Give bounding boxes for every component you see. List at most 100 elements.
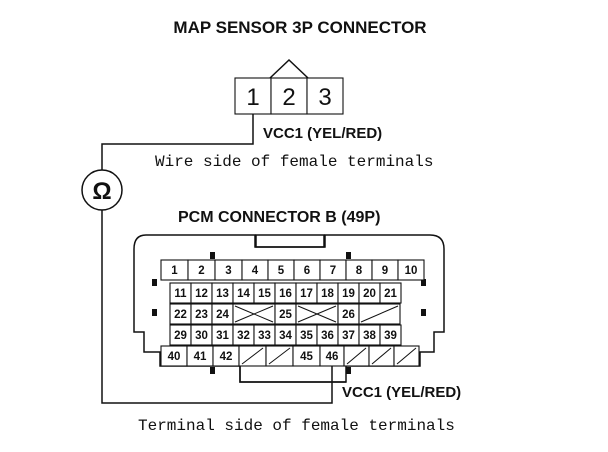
pcm-connector-shell: [133, 234, 445, 383]
map-terminal-2: [270, 77, 308, 115]
pcm-terminal-18: 18: [316, 282, 339, 304]
map-sensor-connector: 1 2 3: [234, 58, 344, 115]
pcm-terminal-40: 40: [160, 345, 188, 367]
pcm-terminal-21: 21: [379, 282, 402, 304]
pcm-side-notch: [421, 309, 426, 316]
map-wire-label: VCC1 (YEL/RED): [263, 125, 382, 142]
pcm-terminal-label: 5: [278, 265, 285, 277]
pcm-terminal-23: 23: [190, 303, 213, 325]
pcm-terminal-label: 2: [198, 265, 204, 277]
pcm-terminal-29: 29: [169, 324, 192, 346]
pcm-terminal-46: 46: [319, 345, 345, 367]
connector-key-tab: [269, 58, 309, 79]
pcm-terminal-8: 8: [345, 259, 373, 281]
pcm-terminal-label: 4: [252, 265, 259, 277]
pcm-terminal-22: 22: [169, 303, 192, 325]
pcm-blank-cell: [238, 345, 267, 367]
pcm-terminal-label: 24: [216, 309, 229, 321]
pcm-terminal-31: 31: [211, 324, 234, 346]
pcm-blank-cell: [265, 345, 294, 367]
pcm-terminal-37: 37: [337, 324, 360, 346]
pcm-side-notch: [152, 279, 157, 286]
map-terminal-3-label: 3: [318, 84, 331, 111]
pcm-terminal-label: 37: [342, 330, 355, 342]
pcm-terminal-5: 5: [267, 259, 295, 281]
pcm-blank-cell: [358, 303, 401, 325]
pcm-terminal-17: 17: [295, 282, 318, 304]
pcm-terminal-30: 30: [190, 324, 213, 346]
pcm-key-mark: [210, 252, 215, 259]
pcm-blank-cell: [232, 303, 276, 325]
pcm-terminal-label: 6: [304, 265, 310, 277]
pcm-terminal-label: 25: [279, 309, 292, 321]
map-terminal-1: [234, 77, 272, 115]
pcm-lower-lip: [239, 366, 346, 383]
pcm-terminal-20: 20: [358, 282, 381, 304]
pcm-terminal-cell: [397, 259, 425, 281]
pcm-side-notch: [421, 279, 426, 286]
pcm-terminal-label: 7: [330, 265, 336, 277]
map-side-note: Wire side of female terminals: [155, 153, 433, 171]
pcm-key-mark: [210, 367, 215, 374]
pcm-terminal-label: 35: [300, 330, 313, 342]
pcm-terminal-label: 10: [405, 265, 418, 277]
pcm-terminal-41: 41: [186, 345, 214, 367]
pcm-terminal-label: 11: [174, 288, 187, 300]
pcm-terminal-label: 9: [382, 265, 388, 277]
pcm-terminal-19: 19: [337, 282, 360, 304]
pcm-terminal-label: 39: [384, 330, 397, 342]
pcm-blank-cell: [343, 345, 370, 367]
pcm-terminal-label: 17: [300, 288, 313, 300]
pcm-terminal-label: 14: [237, 288, 250, 300]
pcm-terminal-label: 15: [258, 288, 271, 300]
pcm-terminal-label: 26: [342, 309, 355, 321]
map-terminal-1-label: 1: [246, 84, 259, 111]
pcm-terminal-label: 16: [279, 288, 292, 300]
pcm-side-notch: [152, 309, 157, 316]
pcm-terminal-label: 12: [195, 288, 208, 300]
pcm-terminal-label: 23: [195, 309, 208, 321]
map-sensor-title: MAP SENSOR 3P CONNECTOR: [173, 18, 426, 37]
probe-wire-map: [101, 114, 254, 170]
pcm-terminal-label: 40: [168, 351, 181, 363]
pcm-terminal-11: 11: [169, 282, 192, 304]
pcm-terminal-26: 26: [337, 303, 360, 325]
pcm-terminal-2: 2: [187, 259, 216, 281]
pcm-terminal-35: 35: [295, 324, 318, 346]
pcm-terminal-6: 6: [293, 259, 321, 281]
pcm-terminal-1: 1: [160, 259, 189, 281]
pcm-terminal-label: 32: [237, 330, 250, 342]
pcm-terminal-13: 13: [211, 282, 234, 304]
pcm-terminal-label: 38: [363, 330, 376, 342]
pcm-terminal-label: 45: [300, 351, 313, 363]
pcm-terminal-12: 12: [190, 282, 213, 304]
map-terminal-3: [306, 77, 344, 115]
ohm-symbol: Ω: [92, 178, 111, 205]
pcm-blank-cell: [393, 345, 420, 367]
pcm-terminal-label: 21: [384, 288, 397, 300]
pcm-terminal-33: 33: [253, 324, 276, 346]
pcm-terminal-label: 22: [174, 309, 187, 321]
pcm-blank-cell: [368, 345, 395, 367]
pcm-latch: [255, 234, 325, 248]
pcm-terminal-label: 42: [220, 351, 233, 363]
pcm-terminal-7: 7: [319, 259, 347, 281]
pcm-terminal-label: 30: [195, 330, 208, 342]
pcm-key-mark: [346, 252, 351, 259]
pcm-wire-label: VCC1 (YEL/RED): [342, 384, 461, 401]
pcm-terminal-label: 8: [356, 265, 363, 277]
pcm-terminal-label: 1: [171, 265, 178, 277]
pcm-terminal-label: 3: [225, 265, 231, 277]
pcm-terminal-label: 13: [216, 288, 229, 300]
pcm-terminal-36: 36: [316, 324, 339, 346]
pcm-terminal-10: 10: [397, 259, 425, 281]
pcm-terminal-4: 4: [241, 259, 269, 281]
pcm-terminal-label: 41: [194, 351, 207, 363]
map-terminal-2-label: 2: [282, 84, 295, 111]
pcm-terminal-label: 19: [342, 288, 355, 300]
pcm-terminal-42: 42: [212, 345, 240, 367]
pcm-terminal-label: 31: [216, 330, 229, 342]
pcm-terminal-label: 46: [326, 351, 339, 363]
